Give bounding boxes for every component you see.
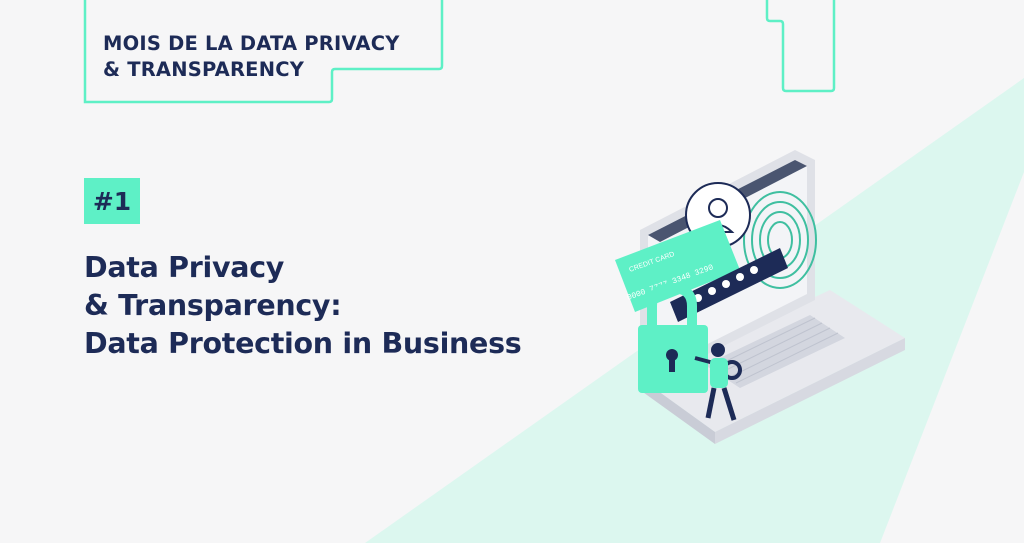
article-title-line-3: Data Protection in Business — [84, 327, 522, 360]
password-field-icon — [670, 248, 788, 322]
fingerprint-icon — [743, 191, 817, 289]
article-title-line-1: Data Privacy — [84, 251, 285, 284]
series-title-line-2: & TRANSPARENCY — [103, 58, 305, 81]
article-title: Data Privacy & Transparency: Data Protec… — [84, 249, 522, 363]
laptop-icon — [640, 150, 905, 444]
series-title-line-1: MOIS DE LA DATA PRIVACY — [103, 32, 400, 55]
series-title: MOIS DE LA DATA PRIVACY & TRANSPARENCY — [103, 31, 400, 83]
article-title-line-2: & Transparency: — [84, 289, 342, 322]
credit-card-icon: CREDIT CARD 0000 7777 3348 3290 — [615, 220, 740, 312]
person-icon — [705, 343, 737, 421]
security-illustration: CREDIT CARD 0000 7777 3348 3290 — [615, 150, 905, 444]
padlock-icon — [638, 282, 708, 393]
episode-badge: #1 — [84, 178, 140, 224]
